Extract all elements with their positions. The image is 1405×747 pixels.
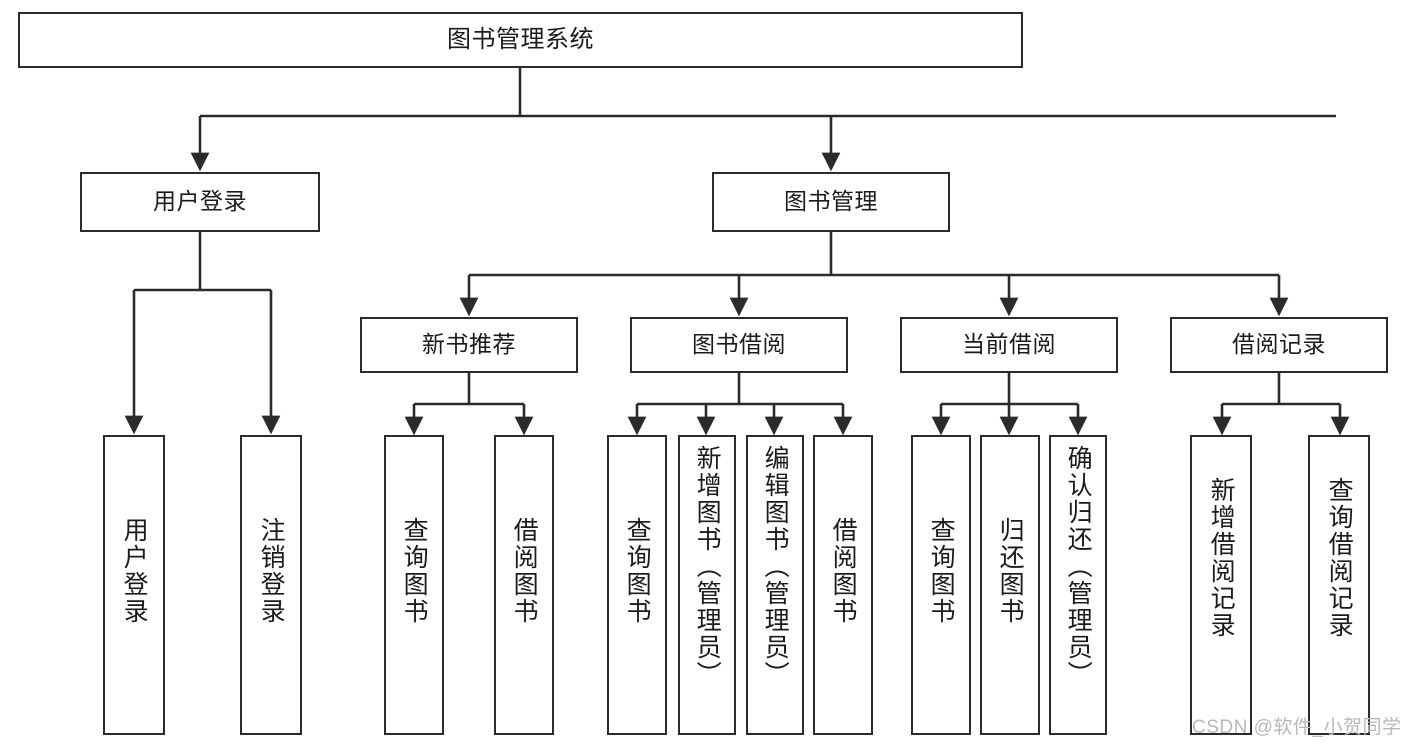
node-label: 用户登录: [153, 188, 247, 215]
node-label: 查询借阅记录: [1325, 477, 1354, 639]
node-label: 新增借阅记录: [1207, 477, 1236, 639]
leaf-query-book-recommend[interactable]: 查询图书: [384, 435, 444, 735]
node-label: 图书管理: [784, 188, 878, 215]
node-user-login[interactable]: 用户登录: [80, 172, 320, 232]
leaf-add-book-admin[interactable]: 新增图书（管理员）: [678, 435, 736, 735]
leaf-query-book-borrow[interactable]: 查询图书: [607, 435, 667, 735]
node-label: 归还图书: [996, 517, 1025, 625]
node-label: 查询图书: [927, 517, 956, 625]
leaf-add-borrow-record[interactable]: 新增借阅记录: [1190, 435, 1252, 735]
node-label: 当前借阅: [962, 331, 1056, 358]
node-label: 图书管理系统: [447, 25, 594, 53]
node-current-borrow[interactable]: 当前借阅: [900, 317, 1118, 373]
node-label: 新增图书（管理员）: [693, 445, 722, 688]
node-new-book-recommend[interactable]: 新书推荐: [360, 317, 578, 373]
node-label: 注销登录: [257, 517, 286, 625]
node-label: 确认归还（管理员）: [1064, 445, 1093, 688]
leaf-query-borrow-record[interactable]: 查询借阅记录: [1308, 435, 1370, 735]
node-root-system[interactable]: 图书管理系统: [18, 12, 1023, 68]
leaf-borrow-book-recommend[interactable]: 借阅图书: [494, 435, 554, 735]
node-borrow-record[interactable]: 借阅记录: [1170, 317, 1388, 373]
leaf-query-book-current[interactable]: 查询图书: [911, 435, 971, 735]
node-label: 查询图书: [400, 517, 429, 625]
node-label: 借阅图书: [829, 517, 858, 625]
node-label: 借阅图书: [510, 517, 539, 625]
node-label: 借阅记录: [1232, 331, 1326, 358]
leaf-borrow-book[interactable]: 借阅图书: [813, 435, 873, 735]
node-label: 查询图书: [623, 517, 652, 625]
leaf-logout[interactable]: 注销登录: [240, 435, 302, 735]
node-label: 编辑图书（管理员）: [761, 445, 790, 688]
node-book-borrow[interactable]: 图书借阅: [630, 317, 848, 373]
leaf-return-book[interactable]: 归还图书: [980, 435, 1040, 735]
node-label: 图书借阅: [692, 331, 786, 358]
leaf-edit-book-admin[interactable]: 编辑图书（管理员）: [746, 435, 804, 735]
node-label: 用户登录: [120, 517, 149, 625]
csdn-watermark: CSDN @软件_小贺同学: [1192, 717, 1402, 738]
node-label: 新书推荐: [422, 331, 516, 358]
node-book-management[interactable]: 图书管理: [712, 172, 950, 232]
leaf-confirm-return-admin[interactable]: 确认归还（管理员）: [1049, 435, 1107, 735]
leaf-user-login[interactable]: 用户登录: [103, 435, 165, 735]
